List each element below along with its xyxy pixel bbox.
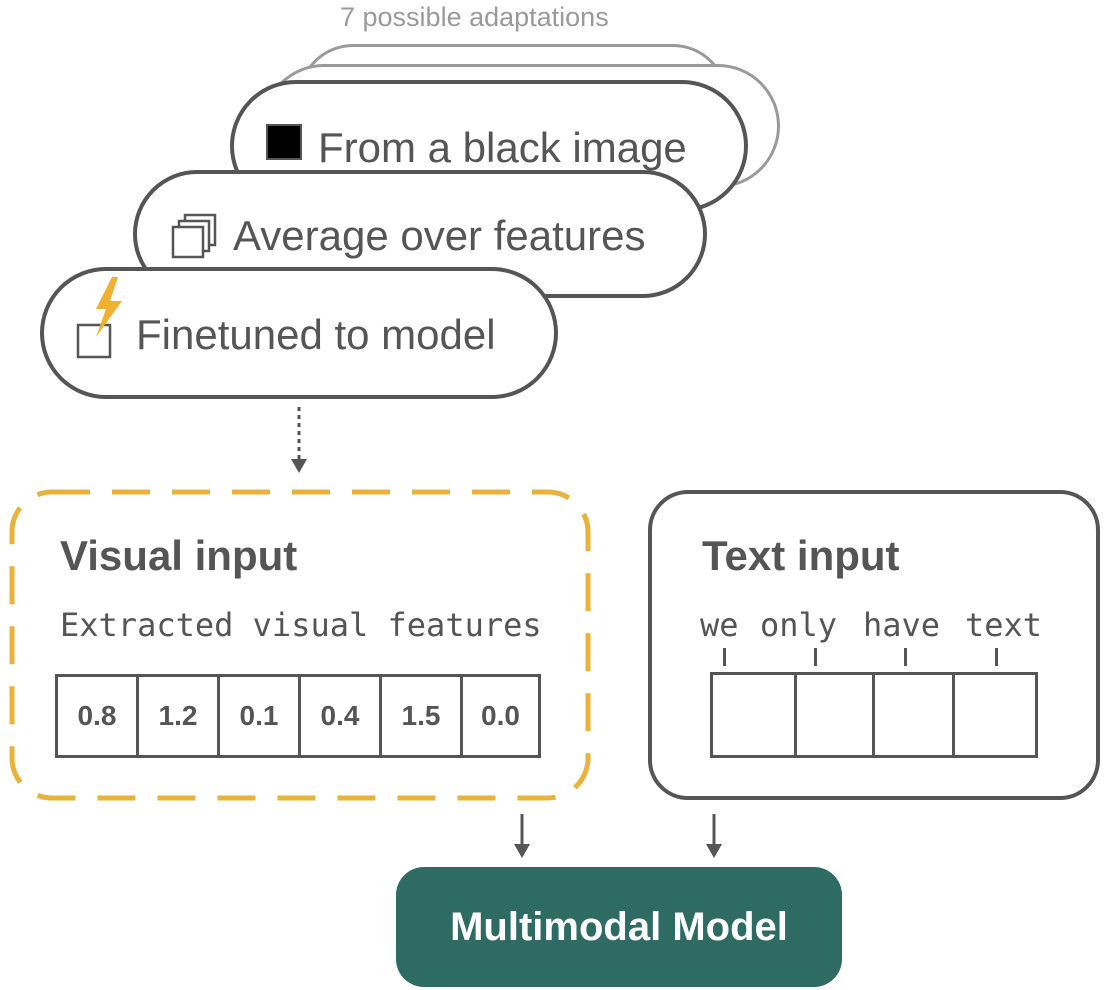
multimodal-model-label: Multimodal Model <box>450 904 788 949</box>
token-tick <box>904 648 907 666</box>
adaptation-label-average-features: Average over features <box>233 212 646 259</box>
text-token-have: have <box>863 606 941 644</box>
adaptation-label-finetuned: Finetuned to model <box>136 311 496 358</box>
visual-input-title: Visual input <box>60 532 298 579</box>
text-token-text: text <box>965 606 1043 644</box>
dotted-arrow <box>291 407 307 473</box>
text-input-title: Text input <box>702 532 900 579</box>
feature-cell: 0.1 <box>220 677 301 755</box>
token-tick <box>995 648 998 666</box>
feature-cell: 0.8 <box>58 677 139 755</box>
text-token-we: we <box>700 606 739 644</box>
token-tick <box>814 648 817 666</box>
token-cell <box>713 675 797 755</box>
token-cell <box>875 675 955 755</box>
text-token-only: only <box>760 606 838 644</box>
feature-cell: 0.0 <box>481 700 520 731</box>
visual-input-caption: Extracted visual features <box>60 606 542 644</box>
text-input-frame <box>648 490 1100 800</box>
adaptation-label-black-image: From a black image <box>318 124 687 171</box>
feature-cell: 1.2 <box>139 677 220 755</box>
black-square-icon <box>266 124 302 160</box>
visual-input-dashed-frame <box>9 489 591 801</box>
possible-adaptations-label: 7 possible adaptations <box>340 2 609 32</box>
visual-feature-cells: 0.8 1.2 0.1 0.4 1.5 0.0 <box>55 674 541 758</box>
feature-cell: 0.4 <box>301 677 382 755</box>
multimodal-model-box[interactable]: Multimodal Model <box>396 867 842 987</box>
adaptation-pill-finetuned[interactable]: Finetuned to model <box>40 267 558 399</box>
visual-to-model-arrow <box>514 814 530 858</box>
feature-cell: 1.5 <box>382 677 463 755</box>
text-to-model-arrow <box>706 814 722 858</box>
token-tick <box>723 648 726 666</box>
lightning-square-icon <box>72 275 132 363</box>
token-cell <box>797 675 875 755</box>
token-cell <box>955 675 1035 755</box>
text-token-cells <box>710 672 1038 758</box>
stacked-squares-icon <box>167 212 223 264</box>
